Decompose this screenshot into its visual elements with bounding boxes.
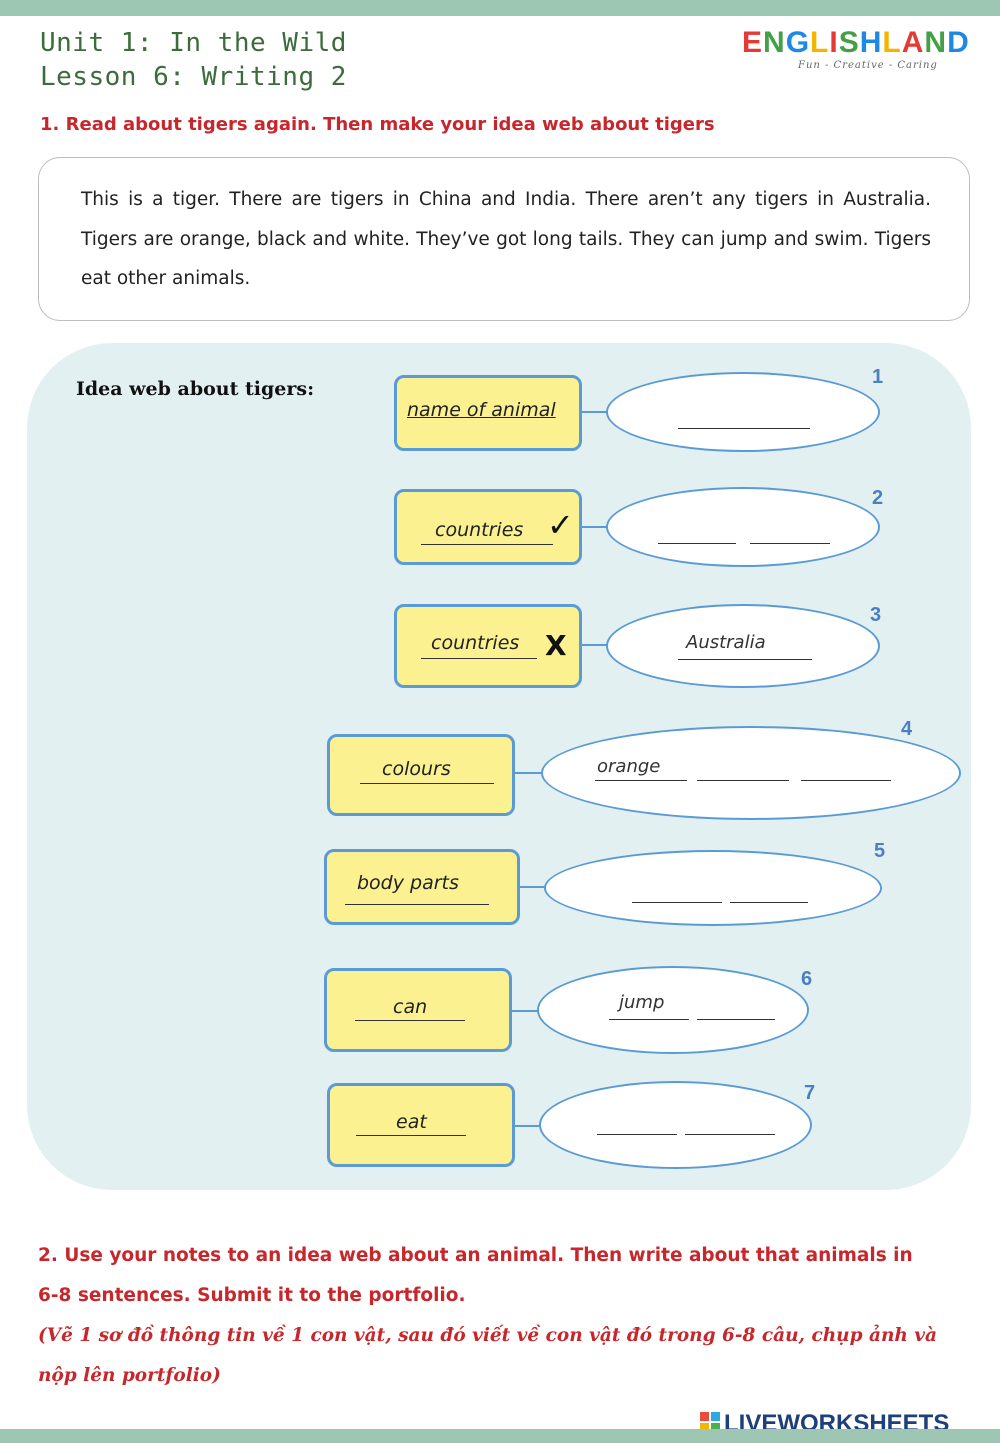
top-bar (0, 0, 1000, 16)
idea-web-title: Idea web about tigers: (76, 378, 315, 400)
task2-translation: (Vẽ 1 sơ đồ thông tin về 1 con vật, sau … (38, 1325, 938, 1386)
category-label: name of animal (407, 399, 556, 421)
item-number: 1 (872, 366, 884, 388)
englishland-logo: ENGLISHLAND Fun - Creative - Caring (742, 26, 970, 78)
answer-blank[interactable] (678, 428, 810, 429)
answer-ellipse-2[interactable] (606, 487, 880, 567)
task2-instruction: 2. Use your notes to an idea web about a… (38, 1245, 913, 1306)
item-number: 6 (801, 968, 813, 990)
answer-ellipse-3[interactable]: Australia (606, 604, 880, 688)
category-box-body-parts: body parts (324, 849, 520, 925)
answer-text: orange (597, 756, 661, 777)
category-underline (421, 544, 553, 545)
logo-letter: I (829, 26, 839, 59)
connector (515, 1125, 541, 1127)
logo-tagline: Fun - Creative - Caring (798, 60, 938, 71)
bottom-bar (0, 1429, 1000, 1443)
connector (515, 772, 543, 774)
category-underline (355, 1020, 465, 1021)
task1-instruction: 1. Read about tigers again. Then make yo… (40, 114, 715, 135)
item-number: 2 (872, 487, 884, 509)
answer-blank[interactable] (595, 780, 687, 781)
reading-passage-box: This is a tiger. There are tigers in Chi… (38, 157, 970, 321)
answer-blank[interactable] (678, 659, 812, 660)
category-label: countries (435, 519, 524, 541)
answer-blank[interactable] (750, 543, 830, 544)
logo-letter: A (901, 26, 925, 59)
connector (512, 1010, 540, 1012)
connector (582, 411, 608, 413)
connector (582, 526, 608, 528)
item-number: 5 (874, 840, 886, 862)
category-underline (345, 904, 489, 905)
answer-ellipse-7[interactable] (539, 1081, 812, 1169)
category-label: countries (431, 632, 520, 654)
logo-letter: G (785, 26, 811, 59)
answer-blank[interactable] (632, 902, 722, 903)
answer-blank[interactable] (697, 1019, 775, 1020)
category-label: body parts (357, 872, 459, 894)
category-box-eat: eat (327, 1083, 515, 1167)
logo-letter: N (924, 26, 948, 59)
answer-blank[interactable] (609, 1019, 689, 1020)
category-box-colours: colours (327, 734, 515, 816)
logo-letter: N (763, 26, 786, 59)
liveworksheets-icon (700, 1412, 722, 1434)
answer-ellipse-1[interactable] (606, 372, 880, 452)
x-mark-icon: X (545, 629, 567, 662)
answer-ellipse-6[interactable]: jump (537, 966, 809, 1054)
answer-blank[interactable] (685, 1134, 775, 1135)
answer-blank[interactable] (597, 1134, 677, 1135)
logo-letter: S (838, 26, 860, 59)
item-number: 3 (870, 604, 882, 626)
answer-blank[interactable] (801, 780, 891, 781)
category-underline (360, 783, 494, 784)
logo-letter: H (859, 26, 883, 59)
answer-blank[interactable] (730, 902, 808, 903)
check-mark-icon: ✓ (547, 506, 574, 544)
answer-text: Australia (686, 632, 766, 653)
category-label: colours (382, 758, 451, 780)
answer-ellipse-4[interactable]: orange (541, 726, 961, 820)
connector (582, 644, 608, 646)
unit-title: Unit 1: In the Wild (40, 28, 347, 58)
reading-passage: This is a tiger. There are tigers in Chi… (81, 189, 931, 289)
answer-blank[interactable] (658, 543, 736, 544)
connector (520, 886, 546, 888)
logo-letter: L (810, 26, 830, 59)
answer-text: jump (619, 992, 665, 1013)
category-label: can (393, 996, 428, 1018)
category-box-countries-no: countries X (394, 604, 582, 688)
category-box-name-of-animal: name of animal (394, 375, 582, 451)
category-box-countries-yes: countries ✓ (394, 489, 582, 565)
answer-ellipse-5[interactable] (544, 850, 882, 926)
logo-text: ENGLISHLAND (742, 26, 970, 60)
item-number: 4 (901, 718, 913, 740)
answer-blank[interactable] (697, 780, 789, 781)
logo-letter: D (947, 26, 970, 59)
category-underline (421, 658, 537, 659)
logo-letter: E (742, 26, 764, 59)
task2-instructions: 2. Use your notes to an idea web about a… (38, 1236, 938, 1396)
item-number: 7 (804, 1082, 816, 1104)
category-box-can: can (324, 968, 512, 1052)
category-label: eat (396, 1111, 427, 1133)
category-underline (356, 1135, 466, 1136)
lesson-title: Lesson 6: Writing 2 (40, 62, 347, 92)
logo-letter: L (882, 26, 902, 59)
